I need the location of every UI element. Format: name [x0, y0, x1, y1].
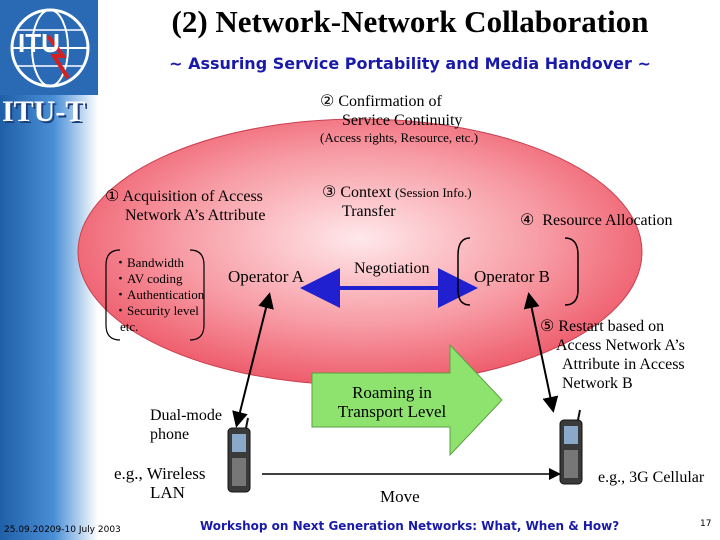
step-4-label: ④ Resource Allocation: [520, 211, 673, 230]
roaming-label: Roaming in Transport Level: [318, 383, 466, 421]
step-3-line1: Context: [340, 184, 392, 201]
left-phone-label: Dual-mode phone: [150, 406, 222, 444]
left-network-label: e.g., Wireless LAN: [114, 464, 206, 502]
left-network-line2: LAN: [150, 483, 185, 502]
step-5-line4: Network B: [562, 375, 633, 392]
page-subtitle: ~ Assuring Service Portability and Media…: [169, 54, 651, 73]
operator-b-bracket: [457, 237, 579, 306]
operator-b-link: [523, 292, 559, 413]
right-phone-icon: [559, 409, 583, 485]
step-2-line2: Service Continuity: [342, 112, 463, 129]
step-5-line2: Access Network A’s: [556, 337, 685, 354]
itu-globe-icon: [10, 8, 90, 88]
left-network-line1: e.g., Wireless: [114, 464, 206, 483]
operator-b: Operator B: [474, 267, 551, 286]
roaming-line1: Roaming in: [352, 383, 432, 402]
step-3-note: (Session Info.): [395, 185, 472, 200]
step-1-number: ①: [105, 188, 120, 205]
page-title: (2) Network-Network Collaboration: [171, 4, 649, 39]
attribute-bracket: [105, 249, 205, 341]
operator-a-link: [232, 292, 274, 428]
step-1-line1: Acquisition of Access: [122, 188, 263, 205]
move-label: Move: [380, 487, 420, 506]
step-1-label: ① Acquisition of Access Network A’s Attr…: [105, 187, 265, 225]
step-5-line1: Restart based on: [558, 318, 665, 335]
step-2-number: ②: [320, 93, 335, 110]
footer-workshop: Workshop on Next Generation Networks: Wh…: [200, 519, 620, 533]
step-3-number: ③: [322, 184, 337, 201]
roaming-arrow: [311, 343, 503, 457]
step-5-number: ⑤: [540, 318, 555, 335]
step-2-label: ② Confirmation of Service Continuity: [320, 92, 462, 130]
step-2-note: (Access rights, Resource, etc.): [320, 130, 479, 145]
step-5-line3: Attribute in Access: [562, 356, 685, 373]
left-phone-icon: [227, 417, 251, 493]
operator-a: Operator A: [228, 267, 305, 286]
itut-label: ITU-T: [2, 95, 86, 128]
roaming-line2: Transport Level: [337, 402, 447, 421]
negotiation-label: Negotiation: [354, 260, 430, 277]
step-4-number: ④: [520, 212, 535, 229]
attribute-item: ・Authentication: [114, 287, 205, 302]
step-2-line1: Confirmation of: [338, 93, 442, 110]
attribute-item: etc.: [120, 319, 139, 334]
step-1-line2: Network A’s Attribute: [125, 207, 266, 224]
step-5-label: ⑤ Restart based on Access Network A’s At…: [540, 317, 685, 393]
attribute-item: ・AV coding: [114, 271, 183, 286]
attribute-list: ・Bandwidth ・AV coding ・Authentication ・S…: [114, 255, 204, 335]
step-3-line2: Transfer: [342, 203, 396, 220]
page-number: 17: [700, 519, 712, 529]
left-phone-line1: Dual-mode: [150, 407, 222, 424]
left-phone-line2: phone: [150, 426, 190, 443]
footer-date: 25.09.20209-10 July 2003: [4, 525, 121, 535]
attribute-item: ・Security level: [114, 303, 199, 318]
logo-text: ITU: [18, 28, 60, 58]
right-network-label: e.g., 3G Cellular: [598, 469, 705, 486]
step-4-text: Resource Allocation: [542, 212, 673, 229]
step-3-label: ③ Context (Session Info.) Transfer: [322, 183, 472, 221]
attribute-item: ・Bandwidth: [114, 255, 185, 270]
